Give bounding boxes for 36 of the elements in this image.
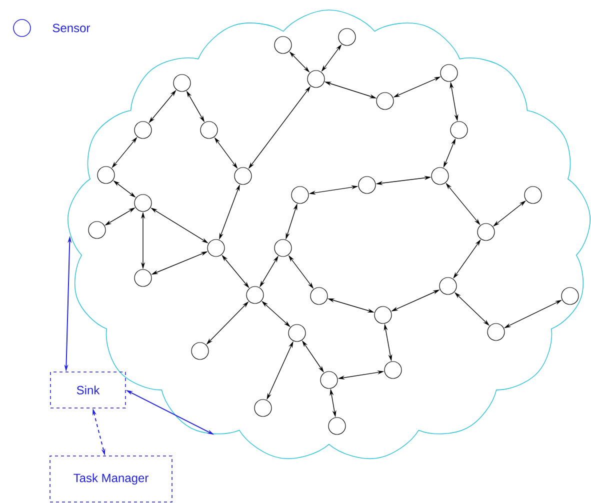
sensor-circle [207, 239, 225, 257]
sensor-circle [376, 92, 394, 110]
sensor-circle [450, 121, 468, 139]
sensor-circle [254, 399, 272, 417]
sensor-circle [310, 287, 328, 305]
sensor-circle [200, 121, 218, 139]
sensor-circle [173, 74, 191, 92]
sensor-circle [307, 70, 325, 88]
sensor-circle [274, 36, 292, 54]
sensor-circle [134, 194, 152, 212]
sensor-circle [191, 342, 209, 360]
sensor-circle [477, 223, 495, 241]
sensor-circle [439, 277, 457, 295]
sensor-circle [487, 323, 505, 341]
sensor-circle [288, 324, 306, 342]
sensor-circle [291, 186, 309, 204]
sensor-circle [274, 239, 292, 257]
sensor-circle [97, 166, 115, 184]
legend-label: Sensor [52, 24, 90, 32]
sensor-circle [246, 286, 264, 304]
sensor-circle [384, 361, 402, 379]
sensor-circle [328, 417, 346, 435]
sensor-circle [431, 167, 449, 185]
sensor-circle [88, 221, 106, 239]
sensor-circle [134, 269, 152, 287]
sensor-circle [561, 287, 579, 305]
sensor-circle [338, 28, 356, 46]
sensor-circle [234, 167, 252, 185]
dashed-box: Task Manager [50, 456, 172, 502]
sensor-circle [374, 306, 392, 324]
sensor-circle [134, 121, 152, 139]
sensor-circle [320, 371, 338, 389]
dashed-box: Sink [50, 372, 126, 408]
sensor-circle [440, 64, 458, 82]
sensor-circle [358, 176, 376, 194]
sensor-circle [524, 186, 542, 204]
